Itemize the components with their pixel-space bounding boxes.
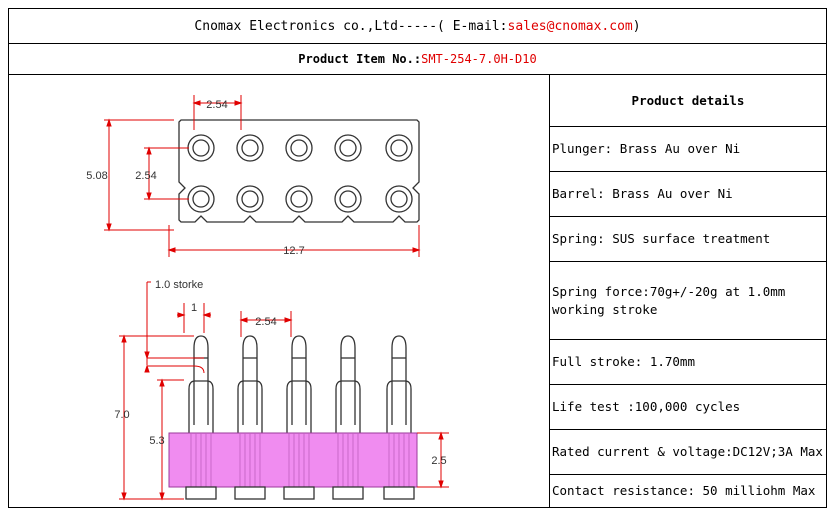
dim-plunger-width: 1: [191, 302, 197, 314]
pin-solder-foot: [383, 486, 415, 500]
pin-hole-inner: [241, 139, 259, 157]
insulator-block: [168, 432, 418, 488]
detail-row-barrel: Barrel: Brass Au over Ni: [550, 172, 826, 217]
dim-pitch-top: 2.54: [206, 99, 227, 111]
top-dimensions: [104, 95, 421, 257]
pin-barrel: [286, 380, 312, 433]
pin-hole-outer: [285, 134, 313, 162]
product-item-label: Product Item No.:: [298, 51, 422, 66]
pin-hole-outer: [236, 185, 264, 213]
pin-hole-outer: [285, 185, 313, 213]
header-close: ): [632, 18, 641, 34]
product-item-number: SMT-254-7.0H-D10: [421, 51, 537, 66]
top-view-outline: [178, 119, 420, 223]
pin-plunger: [291, 335, 307, 425]
detail-row-rated: Rated current & voltage:DC12V;3A Max: [550, 430, 826, 475]
pin-hole-outer: [334, 134, 362, 162]
dim-total-height: 7.0: [114, 409, 129, 421]
pin-barrel: [237, 380, 263, 433]
pin-hole-outer: [385, 185, 413, 213]
pin-hole-inner: [192, 139, 210, 157]
product-details: Product details Plunger: Brass Au over N…: [550, 75, 826, 507]
pin-hole-inner: [339, 190, 357, 208]
pin-solder-foot: [234, 486, 266, 500]
pin-barrel: [188, 380, 214, 433]
dim-pitch-side: 2.54: [255, 316, 276, 328]
details-title: Product details: [550, 75, 826, 127]
side-view: [168, 335, 418, 500]
pin-plunger: [242, 335, 258, 425]
detail-row-full-stroke: Full stroke: 1.70mm: [550, 340, 826, 385]
pin-hole-inner: [390, 190, 408, 208]
pin-solder-foot: [185, 486, 217, 500]
dim-insulator-height: 2.5: [431, 455, 446, 467]
pin-hole-inner: [339, 139, 357, 157]
company-header: Cnomax Electronics co.,Ltd-----( E-mail:…: [9, 9, 826, 44]
pin-barrel: [335, 380, 361, 433]
side-dimensions: [119, 281, 449, 501]
pin-hole-outer: [187, 134, 215, 162]
pin-plunger: [391, 335, 407, 425]
spec-sheet: Cnomax Electronics co.,Ltd-----( E-mail:…: [8, 8, 827, 508]
dim-height-top: 5.08: [86, 170, 107, 182]
pin-hole-inner: [241, 190, 259, 208]
pin-hole-inner: [192, 190, 210, 208]
company-name: Cnomax Electronics co.,Ltd-----( E-mail:: [194, 18, 508, 34]
detail-row-spring-force: Spring force:70g+/-20g at 1.0mm working …: [550, 262, 826, 340]
dim-stroke-label: 1.0 storke: [155, 279, 203, 291]
pin-plunger: [340, 335, 356, 425]
top-view: [178, 119, 420, 223]
detail-row-contact: Contact resistance: 50 milliohm Max: [552, 483, 816, 498]
dim-row-pitch: 2.54: [135, 170, 156, 182]
pin-hole-inner: [290, 139, 308, 157]
dim-width-top: 12.7: [283, 245, 304, 257]
technical-drawing: 2.54 5.08 2.54 12.7: [9, 75, 550, 507]
detail-row-life-test: Life test :100,000 cycles: [550, 385, 826, 430]
detail-row-plunger: Plunger: Brass Au over Ni: [550, 127, 826, 172]
detail-row-spring: Spring: SUS surface treatment: [550, 217, 826, 262]
product-item-row: Product Item No.: SMT-254-7.0H-D10: [9, 43, 826, 75]
pin-hole-inner: [390, 139, 408, 157]
pin-hole-outer: [236, 134, 264, 162]
pin-hole-inner: [290, 190, 308, 208]
dim-body-height: 5.3: [149, 435, 164, 447]
pin-hole-outer: [334, 185, 362, 213]
pin-plunger: [193, 335, 209, 425]
pin-barrel: [386, 380, 412, 433]
drawing-svg: 2.54 5.08 2.54 12.7: [86, 95, 449, 501]
pin-solder-foot: [283, 486, 315, 500]
pin-hole-outer: [187, 185, 215, 213]
pin-solder-foot: [332, 486, 364, 500]
pin-hole-outer: [385, 134, 413, 162]
email-link[interactable]: sales@cnomax.com: [507, 18, 633, 34]
